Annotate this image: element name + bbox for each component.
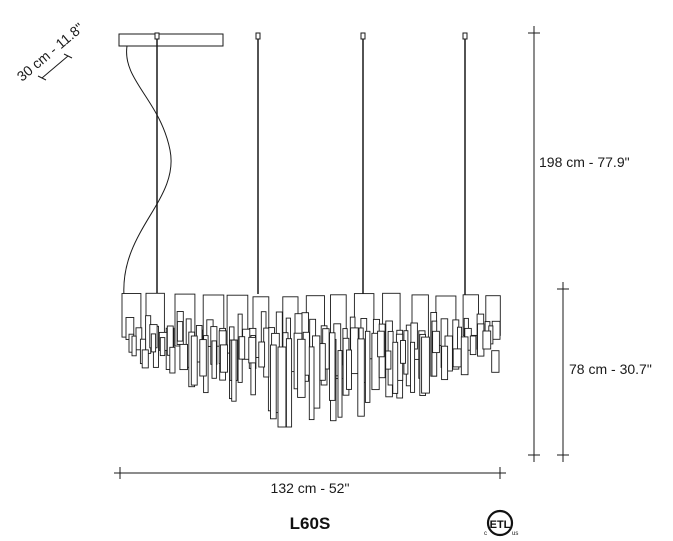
etl-right-text: us [512, 531, 518, 537]
crystal-blade [169, 346, 176, 374]
crystal-blade [211, 340, 217, 379]
depth-label: 30 cm - 11.8" [14, 19, 87, 84]
crystal-blade [238, 336, 246, 360]
crystal-blade [219, 344, 228, 373]
crystal-blade [150, 333, 157, 353]
body-height-label: 78 cm - 30.7" [569, 361, 652, 377]
crystal-blade [179, 343, 188, 371]
cable-anchor [154, 32, 160, 40]
crystal-blade [285, 338, 293, 428]
total-height-dimension: 198 cm - 77.9" [528, 26, 630, 462]
width-dimension: 132 cm - 52" [114, 467, 506, 496]
crystal-blade [141, 349, 149, 369]
crystal-blade [385, 350, 392, 370]
crystal-blade [491, 320, 501, 340]
crystal-blade [297, 338, 306, 398]
crystal-blade [357, 338, 365, 417]
crystal-blade [231, 339, 237, 402]
crystal-blade [329, 332, 336, 401]
crystal-blade [491, 350, 500, 373]
crystal-blade [159, 337, 166, 357]
cable-anchor [462, 32, 468, 40]
crystal-blade [277, 346, 287, 428]
crystal-blade [482, 330, 492, 350]
suspension-cables [154, 32, 468, 296]
depth-tick-start [37, 75, 47, 81]
etl-mark-text: ETL [490, 519, 511, 531]
cable-anchor [360, 32, 366, 40]
crystal-blade [377, 330, 385, 358]
etl-ring-icon [486, 509, 514, 537]
crystal-blade [400, 340, 406, 364]
cable-anchor [255, 32, 261, 40]
crystal-blade [131, 335, 137, 357]
depth-dimension: 30 cm - 11.8" [14, 19, 87, 84]
crystal-blade [258, 341, 266, 368]
body-height-dimension: 78 cm - 30.7" [557, 282, 652, 462]
etl-certification-logo: ETL c us [484, 509, 518, 537]
crystal-blade [308, 346, 315, 421]
etl-left-text: c [484, 531, 487, 537]
power-cord [123, 45, 172, 297]
crystal-blade [248, 336, 257, 364]
ceiling-canopy [118, 33, 224, 47]
crystal-blade [199, 339, 207, 377]
crystal-blade [410, 341, 416, 393]
crystal-blade [190, 335, 198, 386]
crystal-blade [432, 330, 440, 354]
model-name: L60S [290, 514, 331, 533]
crystal-blade [452, 348, 462, 368]
crystal-body [121, 292, 501, 428]
crystal-blade [460, 336, 469, 376]
crystal-blade [346, 349, 352, 390]
crystal-blade [270, 344, 277, 420]
width-label: 132 cm - 52" [271, 480, 350, 496]
crystal-blade [421, 336, 430, 394]
depth-tick-end [63, 53, 73, 59]
crystal-blade [441, 345, 449, 381]
crystal-blade [469, 335, 477, 356]
crystal-blade [319, 343, 326, 381]
depth-dimension-line [41, 55, 69, 79]
crystal-blade [250, 335, 256, 396]
crystal-blade [364, 330, 371, 403]
crystal-blade [337, 350, 343, 418]
total-height-label: 198 cm - 77.9" [539, 154, 630, 170]
crystal-blade [176, 321, 184, 342]
crystal-blade [392, 341, 399, 394]
